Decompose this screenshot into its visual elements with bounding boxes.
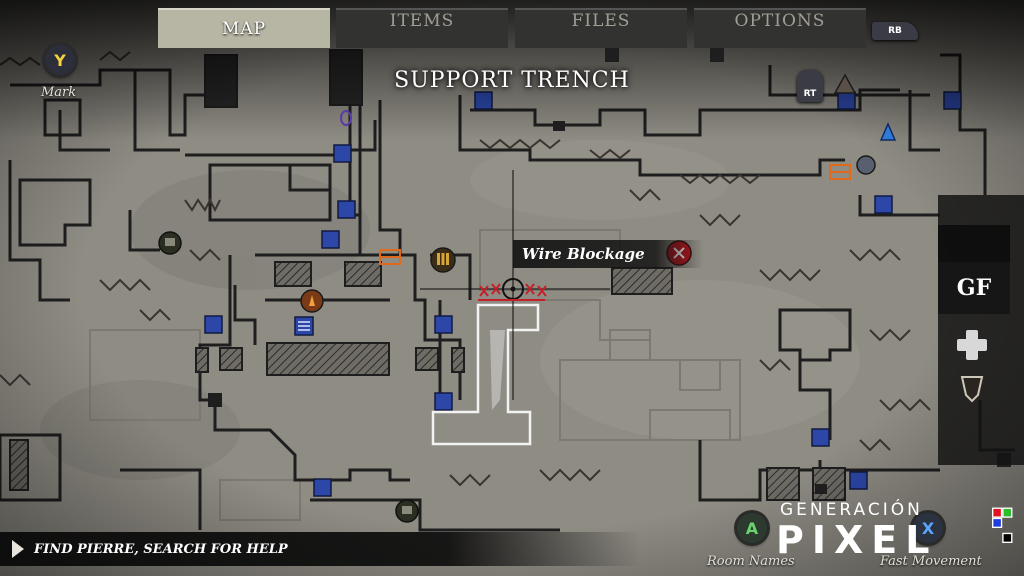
tab-options-label: OPTIONS: [734, 11, 826, 31]
tab-items[interactable]: ITEMS: [336, 8, 508, 48]
cursor-tooltip: Wire Blockage: [513, 240, 703, 268]
tab-map-label: MAP: [221, 19, 267, 39]
room-names-label: Room Names: [707, 554, 795, 569]
a-button-glyph: A: [745, 518, 759, 538]
mark-label: Mark: [41, 85, 77, 100]
floor-indicator[interactable]: GF: [938, 262, 1010, 314]
rb-shoulder-icon[interactable]: RB: [872, 22, 918, 40]
floor-selector-panel: [938, 195, 1024, 465]
watermark-logo-icon: [992, 507, 1013, 543]
watermark: GENERACIÓN PIXEL: [776, 500, 1014, 564]
rb-label: RB: [888, 26, 902, 36]
floor-indicator-label: GF: [956, 275, 992, 301]
wire-blockage-marker[interactable]: [478, 283, 547, 301]
tab-options[interactable]: OPTIONS: [694, 8, 866, 48]
tab-files-label: FILES: [571, 11, 631, 31]
a-button-icon[interactable]: A: [737, 513, 767, 543]
y-button-icon[interactable]: Y: [45, 45, 75, 75]
rt-trigger-icon[interactable]: RT: [797, 70, 823, 102]
objective-arrow-icon: [12, 540, 24, 558]
objective-bar: FIND PIERRE, SEARCH FOR HELP: [0, 532, 640, 566]
x-button-glyph: X: [921, 518, 935, 538]
rt-label: RT: [803, 89, 817, 99]
x-button-icon[interactable]: X: [913, 513, 943, 543]
watermark-bottom: PIXEL: [776, 518, 938, 562]
player-position-icon: [960, 376, 984, 403]
tab-items-label: ITEMS: [389, 11, 455, 31]
dpad-icon[interactable]: [957, 330, 987, 360]
tab-map[interactable]: MAP: [158, 8, 330, 48]
menu-tab-bar: MAP ITEMS FILES OPTIONS: [0, 0, 1024, 50]
y-button-glyph: Y: [54, 50, 66, 70]
objective-text: FIND PIERRE, SEARCH FOR HELP: [34, 541, 288, 557]
tab-files[interactable]: FILES: [515, 8, 687, 48]
watermark-top: GENERACIÓN: [780, 500, 923, 520]
area-title: SUPPORT TRENCH: [394, 68, 630, 93]
cursor-tooltip-text: Wire Blockage: [522, 245, 645, 263]
fast-movement-label: Fast Movement: [880, 554, 982, 569]
